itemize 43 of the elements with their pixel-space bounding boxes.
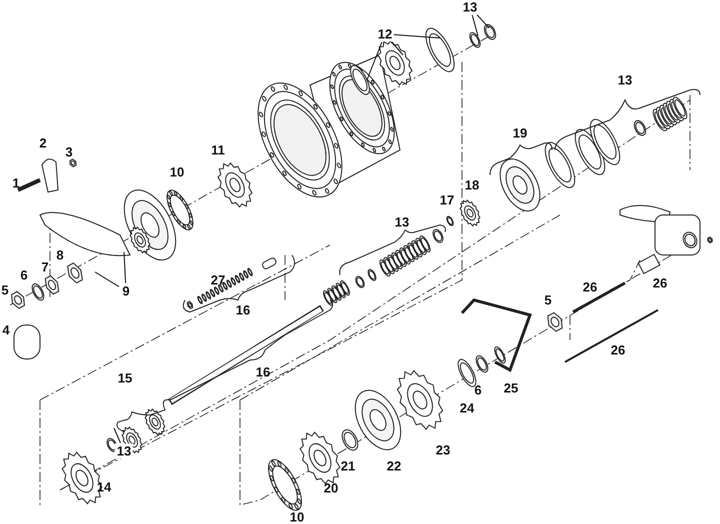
callout-number: 7 bbox=[41, 260, 49, 274]
callout-number: 1 bbox=[12, 176, 20, 190]
callout-number: 10 bbox=[290, 510, 304, 524]
callout-number: 24 bbox=[460, 402, 474, 414]
callout-number: 13 bbox=[460, 0, 480, 14]
callout-number: 5 bbox=[544, 294, 552, 306]
callout-number: 9 bbox=[120, 284, 132, 298]
callout-number: 17 bbox=[440, 194, 454, 206]
callout-number: 13 bbox=[394, 216, 410, 228]
callout-number: 10 bbox=[170, 166, 184, 178]
leader-line bbox=[114, 428, 121, 444]
callout-number: 22 bbox=[386, 460, 402, 472]
callout-number: 13 bbox=[114, 444, 134, 458]
callout-number: 13 bbox=[618, 74, 632, 86]
callout-number: 20 bbox=[324, 482, 338, 494]
callout-number: 11 bbox=[211, 144, 225, 156]
leader-line bbox=[472, 14, 478, 36]
callout-number: 21 bbox=[340, 460, 356, 472]
leader-line bbox=[124, 252, 126, 284]
leader-line bbox=[476, 14, 490, 28]
callout-number: 6 bbox=[474, 384, 482, 396]
callout-number: 27 bbox=[210, 274, 226, 286]
callout-number: 6 bbox=[20, 268, 28, 282]
callout-number: 5 bbox=[1, 284, 9, 296]
callout-number: 2 bbox=[39, 136, 47, 150]
callout-number: 18 bbox=[464, 178, 480, 192]
leader-line bbox=[94, 272, 120, 288]
callout-number: 12 bbox=[376, 26, 394, 42]
callout-number: 16 bbox=[236, 304, 250, 316]
leader-line bbox=[392, 34, 440, 38]
callout-number: 26 bbox=[652, 276, 668, 290]
callout-number: 25 bbox=[504, 382, 518, 394]
callout-number: 8 bbox=[56, 248, 64, 262]
callout-number: 4 bbox=[2, 324, 10, 336]
callout-number: 15 bbox=[118, 372, 132, 384]
callout-number: 19 bbox=[512, 126, 528, 140]
callout-number: 26 bbox=[610, 344, 626, 356]
callout-number: 16 bbox=[256, 366, 270, 378]
callout-number: 3 bbox=[65, 146, 73, 158]
leader-line bbox=[391, 42, 404, 56]
leader-line bbox=[366, 42, 382, 80]
callout-number: 23 bbox=[436, 444, 450, 456]
callout-number: 26 bbox=[582, 280, 598, 294]
